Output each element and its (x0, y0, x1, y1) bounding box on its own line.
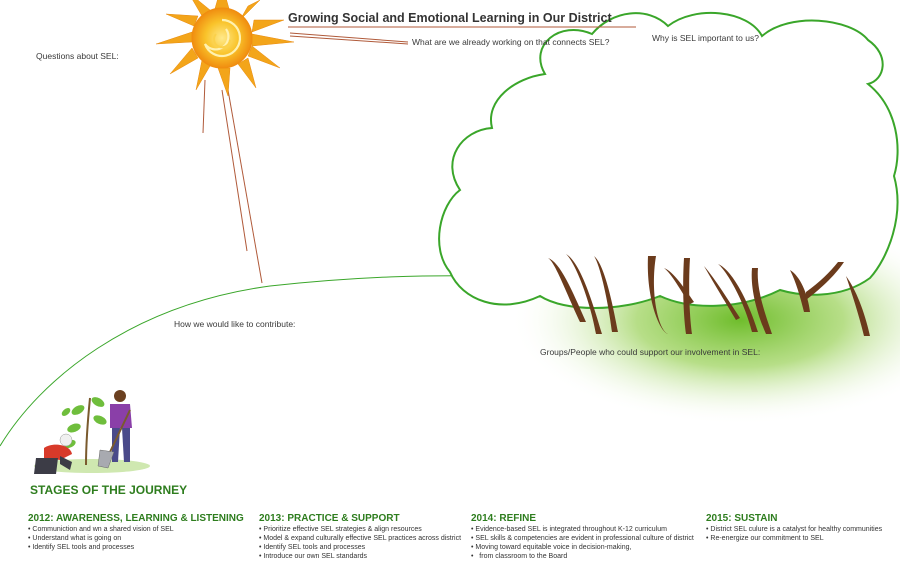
stage-item: Communiction and wn a shared vision of S… (28, 525, 244, 534)
stage-heading: 2012: AWARENESS, LEARNING & LISTENING (28, 513, 244, 524)
why-important-label: Why is SEL important to us? (652, 33, 759, 43)
sun-ray-lines (202, 32, 409, 284)
stage-item: District SEL culure is a catalyst for he… (706, 525, 882, 534)
stage-item: Evidence-based SEL is integrated through… (471, 525, 694, 534)
stage-item: Understand what is going on (28, 534, 244, 543)
stage-2014: 2014: REFINE Evidence-based SEL is integ… (471, 513, 694, 561)
ground-line (0, 275, 491, 447)
stage-item: SEL skills & competencies are evident in… (471, 534, 693, 543)
contribute-label: How we would like to contribute: (174, 319, 296, 329)
already-working-label: What are we already working on that conn… (412, 37, 610, 47)
stage-item: Moving toward equitable voice in decisio… (471, 543, 694, 552)
stage-item: Model & expand culturally effective SEL … (259, 534, 461, 543)
sun-icon (155, 0, 295, 97)
stage-item: from classroom to the Board (471, 552, 694, 561)
stage-item: Prioritize effective SEL strategies & al… (259, 525, 461, 534)
stage-item: Introduce our own SEL standards (259, 552, 461, 561)
stage-2015: 2015: SUSTAIN District SEL culure is a c… (706, 513, 882, 543)
groups-label: Groups/People who could support our invo… (540, 347, 761, 357)
stage-2012: 2012: AWARENESS, LEARNING & LISTENING Co… (28, 513, 244, 552)
stage-item: Re-energize our commitment to SEL (706, 534, 882, 543)
tree-trunks (548, 254, 870, 336)
gardeners-illustration (34, 390, 150, 474)
stage-2013: 2013: PRACTICE & SUPPORT Prioritize effe… (259, 513, 461, 561)
questions-label: Questions about SEL: (36, 51, 119, 61)
stages-title: STAGES OF THE JOURNEY (30, 483, 188, 497)
stage-heading: 2015: SUSTAIN (706, 513, 778, 524)
stage-item: Identify SEL tools and processes (28, 543, 244, 552)
stage-heading: 2013: PRACTICE & SUPPORT (259, 513, 400, 524)
stage-item: Identify SEL tools and processes (259, 543, 461, 552)
cloud-shape (438, 12, 899, 309)
page-title: Growing Social and Emotional Learning in… (288, 11, 612, 25)
stage-heading: 2014: REFINE (471, 513, 537, 524)
